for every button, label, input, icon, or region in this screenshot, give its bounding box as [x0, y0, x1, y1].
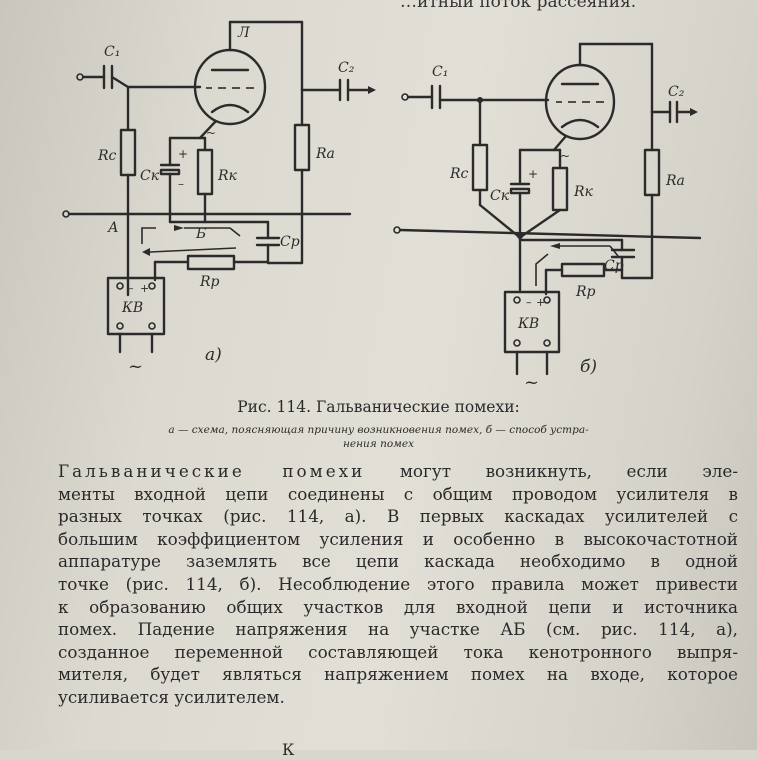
label-kv-b: КВ: [517, 316, 539, 332]
label-cp-b: Cр: [604, 258, 624, 274]
resistor-ra-b: [643, 148, 661, 197]
svg-text:+: +: [140, 282, 149, 295]
label-ra-a: Rа: [315, 146, 335, 162]
resistor-rk-b: [551, 166, 569, 212]
label-c1-b: C₁: [432, 64, 448, 80]
paragraph-line-1: Гальванические помехи могут возникнуть, …: [58, 461, 738, 481]
figure-caption: Рис. 114. Гальванические помехи:: [237, 398, 520, 416]
circuit-figure: C₁ Rс Л C₂: [62, 20, 702, 393]
svg-text:–: –: [128, 282, 134, 295]
svg-text:–: –: [178, 177, 184, 191]
paragraph-line: усиливается усилителем.: [58, 686, 285, 707]
previous-text-fragment: …итный поток рассеяния.: [400, 0, 637, 12]
label-ra-b: Rа: [665, 173, 685, 189]
paragraph-term: Гальванические помехи: [58, 461, 366, 481]
paragraph-line: точке (рис. 114, б). Несоблюдение этого …: [58, 573, 738, 594]
label-ck-a: Cк: [140, 168, 160, 184]
rectifier-kv-a: [106, 276, 166, 336]
part-label-b: б): [580, 357, 597, 377]
paragraph-line: разных точках (рис. 114, а). В первых ка…: [58, 506, 738, 527]
diagram-b: C₁ Rс C₂ Rа: [393, 42, 702, 393]
resistor-rp-b: [560, 262, 606, 278]
resistor-rc-b: [471, 143, 489, 192]
label-rc-b: Rс: [449, 166, 469, 182]
diagram-a: C₁ Rс Л C₂: [62, 20, 376, 377]
label-rp-b: Rр: [575, 284, 596, 300]
resistor-rc-a: [119, 128, 137, 177]
rectifier-kv-b: [503, 290, 561, 354]
paragraph-line: помех. Падение напряжения на участке АБ …: [58, 619, 738, 640]
label-rc-a: Rс: [97, 148, 117, 164]
label-rp-a: Rр: [199, 274, 220, 290]
label-kv-a: КВ: [121, 300, 143, 316]
common-wire-b: [398, 228, 702, 240]
paragraph-line: аппаратуре заземлять все цепи каскада не…: [58, 551, 738, 572]
svg-text:+: +: [536, 296, 545, 309]
heater-tilde-b: ~: [560, 149, 570, 163]
resistor-ra-a: [293, 123, 311, 172]
svg-text:+: +: [178, 147, 188, 161]
label-c1-a: C₁: [104, 44, 120, 60]
paragraph-line: менты входной цепи соединены с общим про…: [58, 483, 738, 504]
paragraph-line: к образованию общих участков для входной…: [58, 596, 738, 617]
label-c2-b: C₂: [668, 84, 685, 100]
resistor-rk-a: [196, 148, 214, 196]
label-point-b: Б: [195, 226, 206, 242]
label-ck-b: Cк: [490, 188, 510, 204]
figure-subcaption-line-2: нения помех: [342, 438, 415, 450]
paragraph-line: большим коэффициентом усиления и особенн…: [58, 528, 738, 549]
ac-symbol-b: ~: [524, 372, 539, 393]
paragraph-line: мителя, будет являться напряжением помех…: [58, 664, 738, 685]
label-c2-a: C₂: [338, 60, 355, 76]
svg-text:–: –: [526, 296, 532, 309]
figure-subcaption: а — схема, поясняющая причину возникнове…: [0, 423, 757, 451]
label-lamp-a: Л: [237, 25, 250, 41]
label-point-a: А: [107, 220, 119, 236]
paragraph-line: созданное переменной составляющей тока к…: [58, 641, 738, 662]
part-label-a: а): [205, 345, 222, 365]
resistor-rp-a: [186, 254, 236, 271]
svg-text:+: +: [528, 167, 538, 181]
label-rk-b: Rк: [573, 184, 594, 200]
figure-subcaption-line-1: а — схема, поясняющая причину возникнове…: [168, 424, 589, 436]
label-cp-a: Cр: [280, 234, 300, 250]
body-paragraph: Гальванические помехи могут возникнуть, …: [58, 460, 738, 709]
heater-tilde-a: ~: [206, 126, 216, 140]
label-rk-a: Rк: [217, 168, 238, 184]
vacuum-tube-a: [193, 48, 267, 126]
ac-symbol-a: ~: [128, 356, 143, 377]
